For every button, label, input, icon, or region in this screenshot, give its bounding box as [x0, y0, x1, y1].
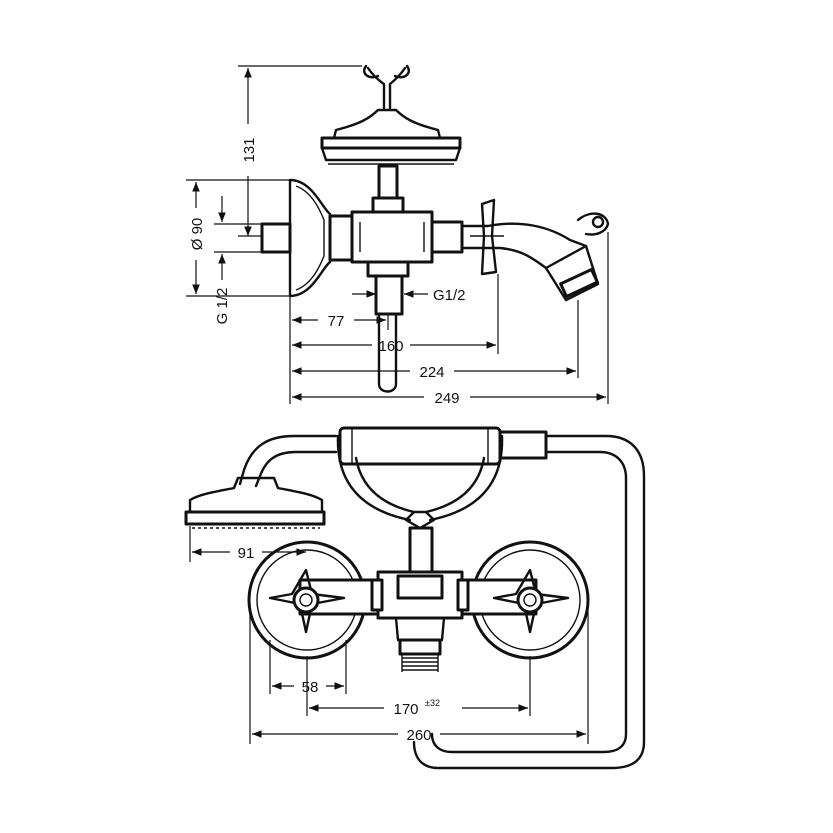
dim-160-label: 160: [378, 338, 403, 355]
handset-grip: [338, 426, 502, 466]
handset-hose-end: [498, 430, 548, 460]
cradle-stem: [408, 526, 434, 574]
side-view: [260, 64, 610, 393]
outlet-aerator: [559, 267, 599, 299]
dim-g12-outlet-label: G1/2: [433, 287, 466, 304]
dim-58-label: 58: [302, 679, 319, 696]
stem: [377, 164, 399, 200]
spout-collar: [394, 616, 446, 642]
dim-91-label: 91: [238, 545, 255, 562]
cradle-top: [363, 64, 410, 79]
diverter-cross-handle: [480, 198, 498, 276]
cradle-hook: [366, 66, 407, 110]
bottom-outlet: [374, 274, 404, 316]
front-shower-head-rim: [184, 510, 326, 526]
aerator-thread: [401, 654, 439, 672]
body-right-nut: [430, 220, 464, 254]
shower-head-dome: [332, 108, 442, 140]
spout-outlet: [544, 244, 600, 302]
dim-224-label: 224: [419, 364, 444, 381]
spout-nut: [398, 638, 442, 656]
shower-head-face: [320, 146, 462, 162]
dim-diameter-90-label: Ø 90: [189, 218, 206, 251]
hose-left: [238, 434, 338, 488]
right-cross-handle: [492, 568, 570, 634]
dim-77-label: 77: [328, 313, 345, 330]
mixer-body: [350, 210, 434, 264]
dim-170-tolerance: ±32: [425, 698, 440, 708]
wall-connector: [260, 222, 292, 254]
stem-nut: [371, 196, 405, 214]
dim-260-label: 260: [406, 727, 431, 744]
left-cross-handle: [268, 568, 346, 634]
dim-g12-vertical-label: G 1/2: [214, 288, 231, 325]
central-cap: [396, 574, 444, 600]
hose-outer: [412, 434, 646, 770]
bottom-nut: [366, 260, 410, 278]
dim-131-label: 131: [241, 137, 258, 162]
shower-head-rim: [320, 136, 462, 150]
dim-170-label: 170: [393, 701, 418, 718]
front-view-dimensions: 91 58 170 ±32 260: [189, 526, 589, 744]
hose-holder: [576, 212, 610, 236]
spout-arm: [460, 222, 588, 270]
cradle-yoke: [336, 434, 504, 522]
body-left-nut: [328, 214, 354, 262]
side-view-dimensions: 131 Ø 90 G 1/2 G1/2 77 160 22: [186, 65, 609, 407]
dim-249-label: 249: [434, 390, 459, 407]
bottom-pipe: [377, 312, 398, 393]
hose-inner: [430, 450, 628, 754]
